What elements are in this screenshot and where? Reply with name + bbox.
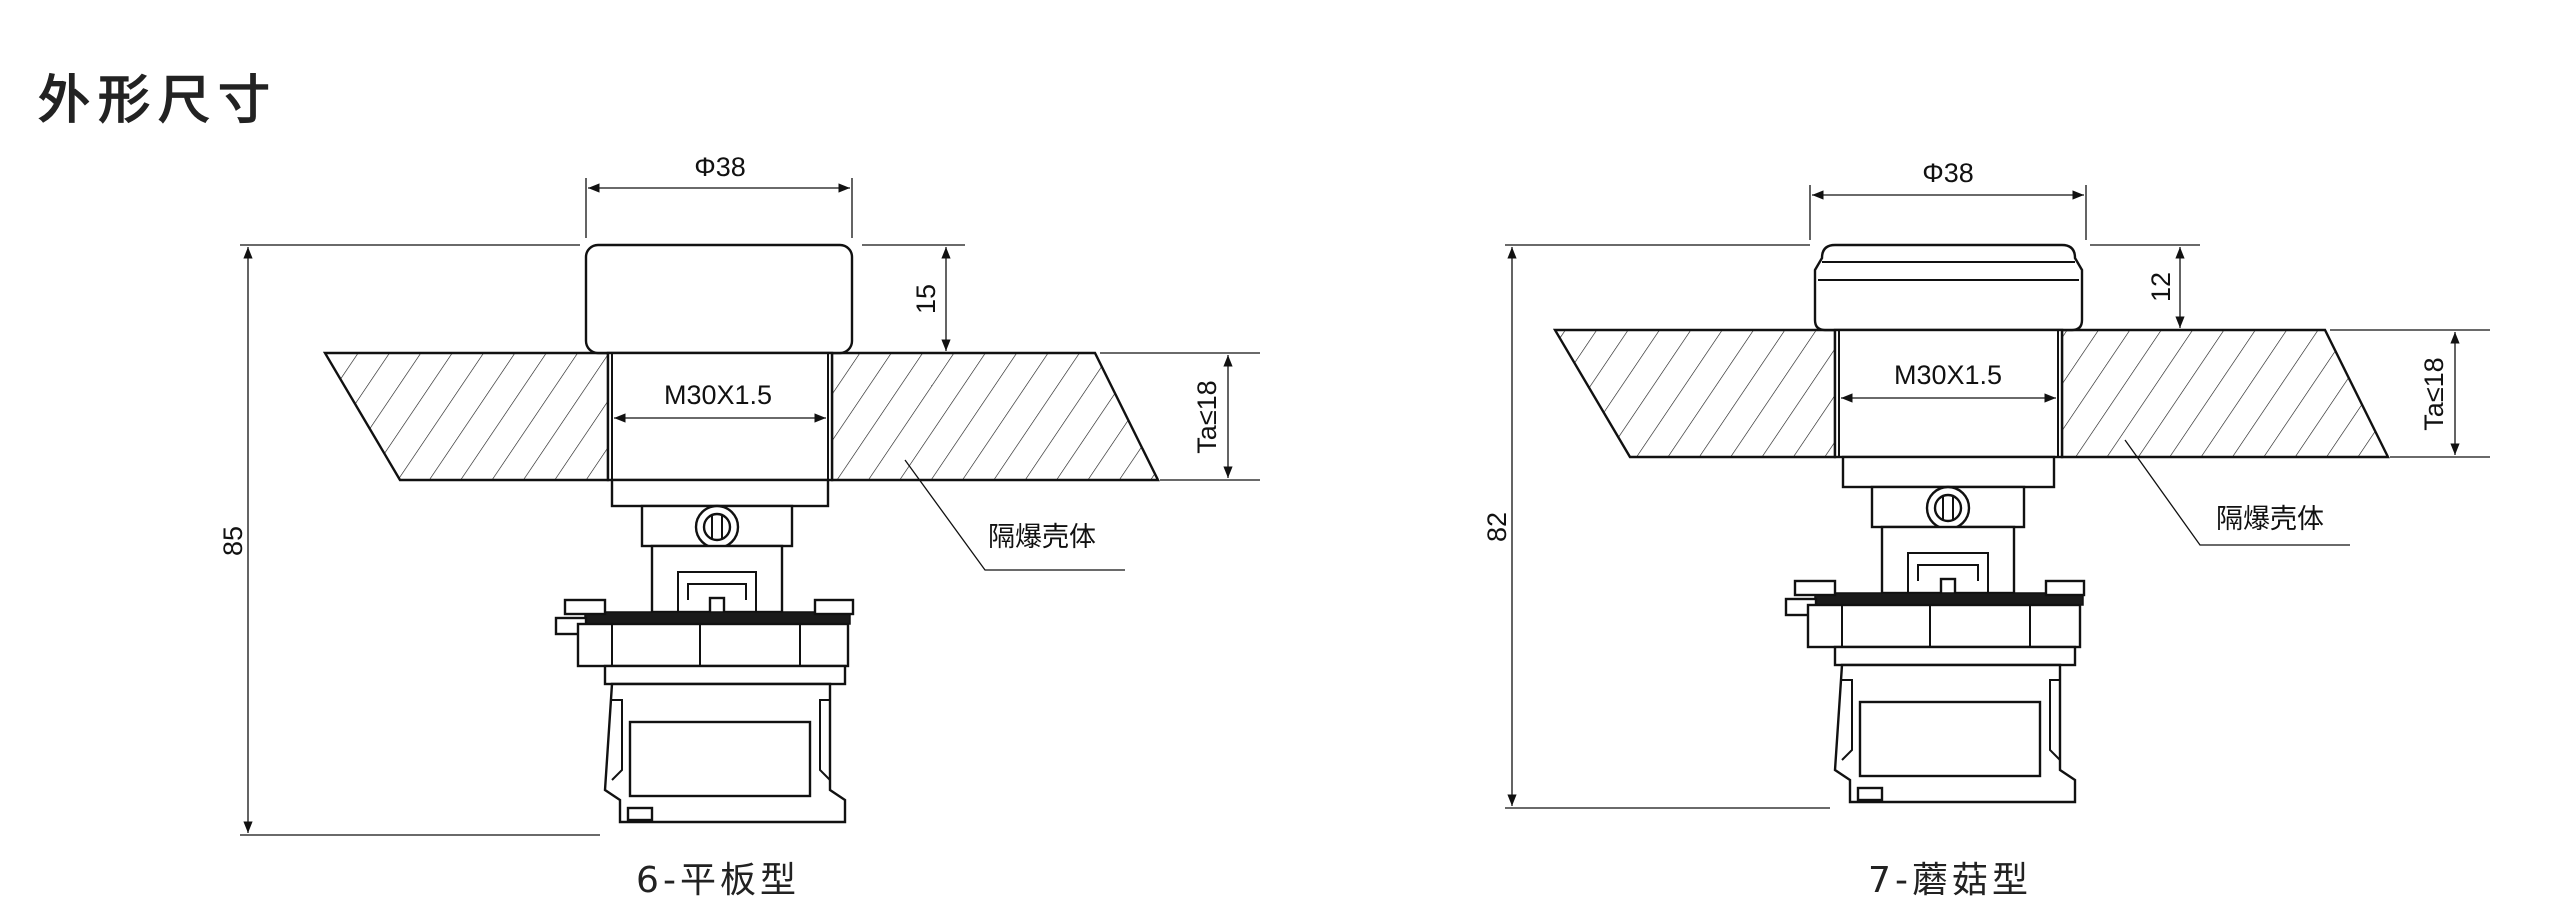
page-title: 外形尺寸: [38, 71, 279, 131]
diameter-label: Φ38: [694, 152, 746, 182]
dimension-diameter: Φ38: [585, 152, 853, 238]
callout-housing: 隔爆壳体: [2124, 439, 2350, 546]
panel-thickness-label: Ta≤18: [1192, 380, 1222, 453]
drawing-mushroom: Φ38 12 M30X1.5 Ta≤18 82 隔爆壳体 7-蘑菇型: [1482, 158, 2490, 901]
diameter-label: Φ38: [1922, 158, 1974, 188]
dimension-thread: M30X1.5: [1841, 360, 2056, 403]
dimension-panel-thickness: Ta≤18: [2330, 329, 2490, 458]
fixing-screw: [1925, 485, 1971, 531]
total-length-label: 82: [1482, 512, 1512, 542]
callout-housing: 隔爆壳体: [904, 459, 1125, 571]
panel-section-right: [2060, 328, 2390, 459]
caption-mushroom: 7-蘑菇型: [1868, 860, 2032, 901]
dimension-head-height: 12: [2090, 244, 2200, 328]
callout-label: 隔爆壳体: [988, 522, 1096, 553]
caption-flat: 6-平板型: [636, 860, 800, 901]
thread-label: M30X1.5: [1894, 360, 2002, 390]
total-length-label: 85: [218, 526, 248, 556]
threaded-bushing: [606, 351, 834, 482]
dimension-total-length: 85: [218, 244, 600, 836]
dimension-head-height: 15: [862, 244, 965, 351]
panel-section-left: [1552, 328, 1837, 459]
threaded-bushing: [1833, 328, 2064, 459]
button-head-mushroom: [1813, 243, 2084, 332]
callout-label: 隔爆壳体: [2216, 504, 2324, 535]
dimension-thread: M30X1.5: [614, 380, 826, 423]
panel-thickness-label: Ta≤18: [2419, 357, 2449, 430]
dimension-panel-thickness: Ta≤18: [1100, 352, 1260, 481]
thread-label: M30X1.5: [664, 380, 772, 410]
head-height-label: 12: [2146, 272, 2176, 302]
dimension-total-length: 82: [1482, 244, 1830, 809]
panel-section-right: [830, 351, 1160, 482]
fixing-screw: [694, 504, 740, 550]
head-height-label: 15: [911, 284, 941, 314]
panel-section-left: [322, 351, 610, 482]
button-head-flat: [584, 243, 854, 355]
drawing-flat: Φ38 15 M30X1.5 Ta≤18 85 隔: [218, 152, 1260, 901]
dimension-diameter: Φ38: [1809, 158, 2087, 240]
